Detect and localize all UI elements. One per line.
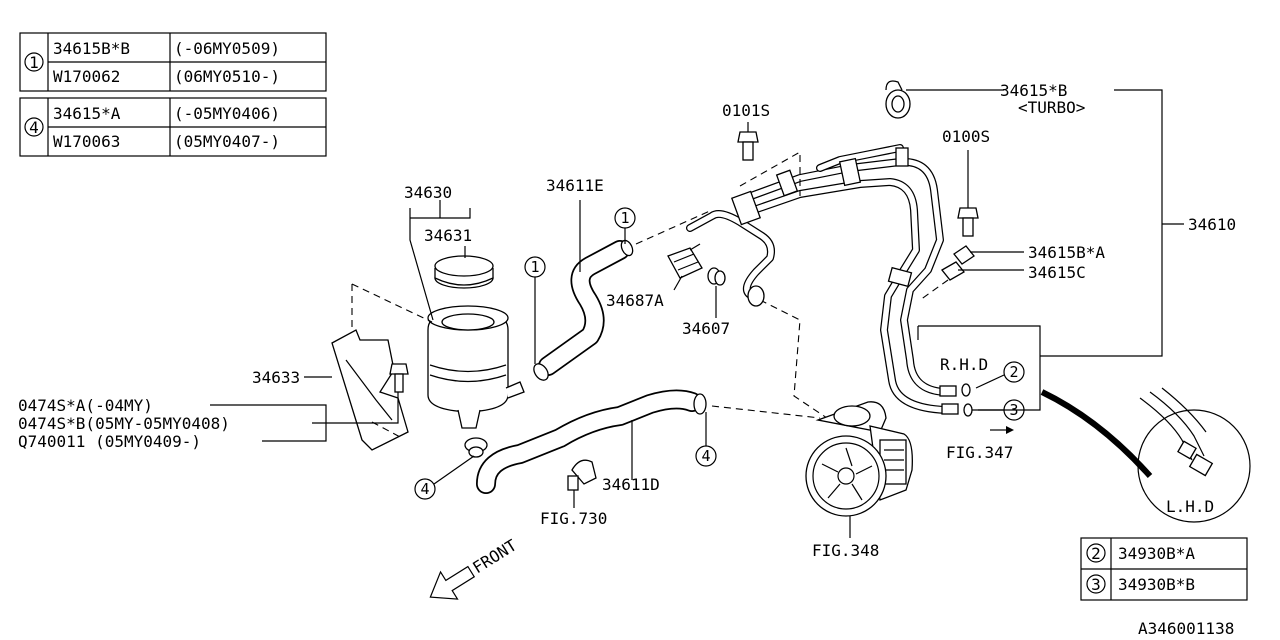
label-bolt-2: 0474S*B(05MY-05MY0408) <box>18 414 230 433</box>
hose-clip <box>567 459 597 491</box>
label-34607: 34607 <box>682 319 730 338</box>
callout-1-a: 1 <box>524 256 546 364</box>
label-fig348: FIG.348 <box>812 541 879 560</box>
bracket-bolt <box>389 363 409 393</box>
label-bolt-3: Q740011 (05MY0409-) <box>18 432 201 451</box>
pressure-pipe <box>686 144 959 415</box>
fig347-arrow <box>990 426 1014 434</box>
note-1-marker: 1 <box>29 53 39 72</box>
label-34615ba: 34615B*A <box>1028 243 1105 262</box>
note-1-range-2: (06MY0510-) <box>174 67 280 86</box>
note-1-part-1: 34615B*B <box>53 39 130 58</box>
label-bolt-1: 0474S*A(-04MY) <box>18 396 153 415</box>
note-4-marker: 4 <box>29 118 39 137</box>
note-4-range-1: (-05MY0406) <box>174 104 280 123</box>
label-34631: 34631 <box>424 226 472 245</box>
callout-1-b: 1 <box>614 207 636 244</box>
note-4-range-2: (05MY0407-) <box>174 132 280 151</box>
seal-marker-2: 2 <box>1091 544 1101 563</box>
bolt-0100s <box>957 207 979 237</box>
label-34611e: 34611E <box>546 176 604 195</box>
note-table-1: 1 34615B*B (-06MY0509) W170062 (06MY0510… <box>19 32 327 92</box>
tank-bracket <box>331 283 433 451</box>
seal-part-1: 34930B*A <box>1118 544 1195 563</box>
callout-4-b: 4 <box>695 412 717 467</box>
reservoir-cap <box>434 255 494 289</box>
label-34615b-line2: <TURBO> <box>1018 98 1085 117</box>
o-ring-34607 <box>707 267 726 286</box>
clamp-tank-lower <box>464 437 488 458</box>
label-34610: 34610 <box>1188 215 1236 234</box>
label-front: FRONT <box>469 535 520 577</box>
label-34633: 34633 <box>252 368 300 387</box>
power-steering-pump <box>805 401 913 517</box>
callout-4-a: 4 <box>414 455 475 500</box>
lhd-detail <box>1040 387 1251 523</box>
label-fig347: FIG.347 <box>946 443 1013 462</box>
clamp-34615c <box>941 261 965 281</box>
reservoir-tank <box>427 305 525 429</box>
label-34630: 34630 <box>404 183 452 202</box>
label-lhd: L.H.D <box>1166 497 1214 516</box>
suction-hose-34611e <box>533 239 634 381</box>
return-hose-34611d <box>476 389 707 494</box>
seal-part-2: 34930B*B <box>1118 575 1195 594</box>
rhd-detail-box <box>917 325 1041 417</box>
label-34687a: 34687A <box>606 291 664 310</box>
note-4-part-2: W170063 <box>53 132 120 151</box>
front-arrow: FRONT <box>429 535 520 600</box>
svg-text:2: 2 <box>1009 363 1018 381</box>
label-34615b-line1: 34615*B <box>1000 81 1067 100</box>
clamp-34615b <box>885 80 911 119</box>
seal-marker-3: 3 <box>1091 575 1101 594</box>
bolt-0101s <box>737 131 759 161</box>
note-table-4: 4 34615*A (-05MY0406) W170063 (05MY0407-… <box>19 97 327 157</box>
label-34611d: 34611D <box>602 475 660 494</box>
label-34615c: 34615C <box>1028 263 1086 282</box>
diagram-id: A346001138 <box>1138 619 1234 638</box>
label-rhd: R.H.D <box>940 355 988 374</box>
seal-table: 2 3 34930B*A 34930B*B <box>1080 537 1248 601</box>
note-1-range-1: (-06MY0509) <box>174 39 280 58</box>
callout-2: 2 <box>975 361 1025 389</box>
label-0101s: 0101S <box>722 101 770 120</box>
label-0100s: 0100S <box>942 127 990 146</box>
note-1-part-2: W170062 <box>53 67 120 86</box>
clamp-34615ba <box>953 245 975 265</box>
label-fig730: FIG.730 <box>540 509 607 528</box>
svg-text:1: 1 <box>530 258 539 276</box>
note-4-part-1: 34615*A <box>53 104 121 123</box>
svg-text:4: 4 <box>420 480 429 498</box>
union-34687a <box>667 243 703 279</box>
svg-text:1: 1 <box>620 209 629 227</box>
svg-text:4: 4 <box>701 447 710 465</box>
